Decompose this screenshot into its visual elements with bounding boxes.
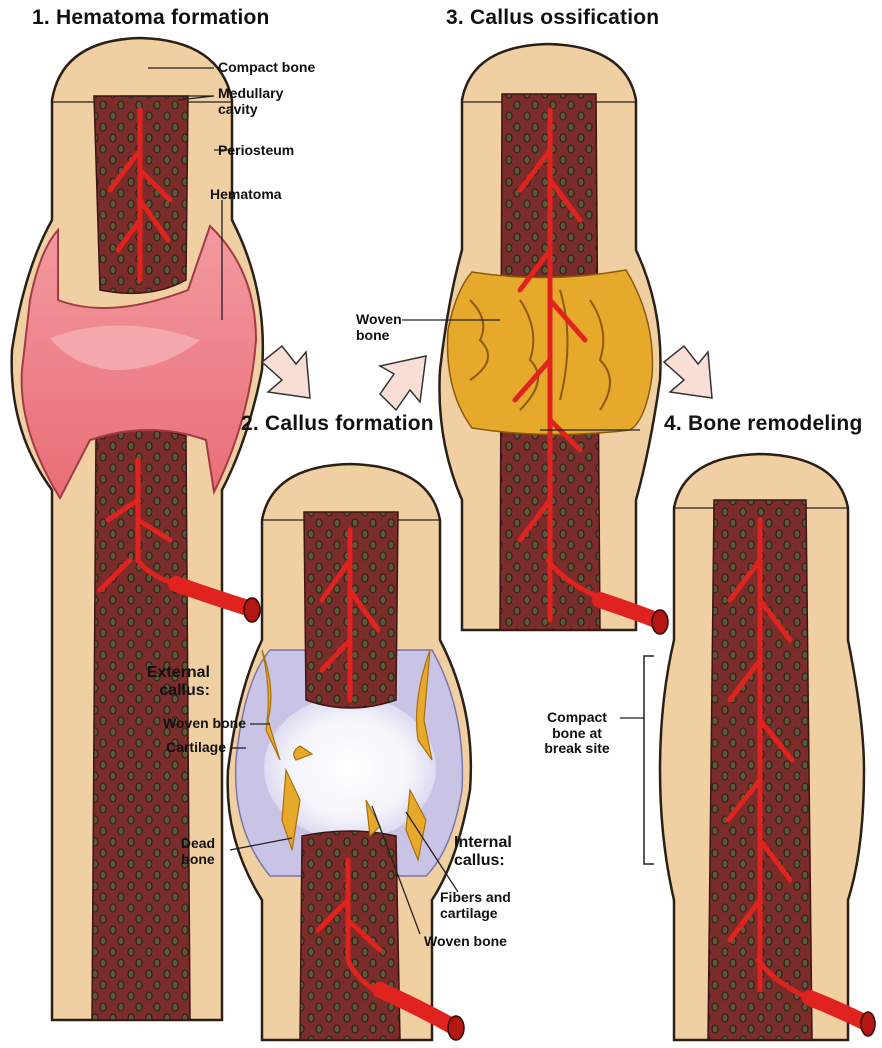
bone-4-remodeling xyxy=(644,454,875,1040)
label-fibers-cartilage: Fibers and cartilage xyxy=(440,890,511,921)
label-hematoma: Hematoma xyxy=(210,187,282,203)
arrow-2-to-3 xyxy=(380,356,426,410)
label-external-callus: External callus: xyxy=(112,664,210,700)
label-woven-bone-external: Woven bone xyxy=(96,716,246,732)
label-dead-bone: Dead bone xyxy=(166,836,230,867)
label-woven-bone-ossification: Woven bone xyxy=(356,312,402,343)
label-woven-bone-internal: Woven bone xyxy=(424,934,507,950)
bone-2-callus xyxy=(228,464,471,1040)
label-compact-bone: Compact bone xyxy=(218,60,315,76)
label-compact-bone-break-site: Compact bone at break site xyxy=(532,710,622,757)
label-cartilage: Cartilage xyxy=(96,740,226,756)
bone-3-ossification xyxy=(439,44,668,634)
step-2-title: 2. Callus formation xyxy=(241,412,434,436)
arrow-3-to-4 xyxy=(664,346,712,398)
label-medullary-cavity: Medullary cavity xyxy=(218,86,283,117)
arrow-1-to-2 xyxy=(262,346,310,398)
step-1-title: 1. Hematoma formation xyxy=(32,6,270,30)
step-4-title: 4. Bone remodeling xyxy=(664,412,862,436)
label-internal-callus: Internal callus: xyxy=(454,834,512,870)
step-3-title: 3. Callus ossification xyxy=(446,6,659,30)
label-periosteum: Periosteum xyxy=(218,143,294,159)
break-site-bracket xyxy=(644,656,654,864)
